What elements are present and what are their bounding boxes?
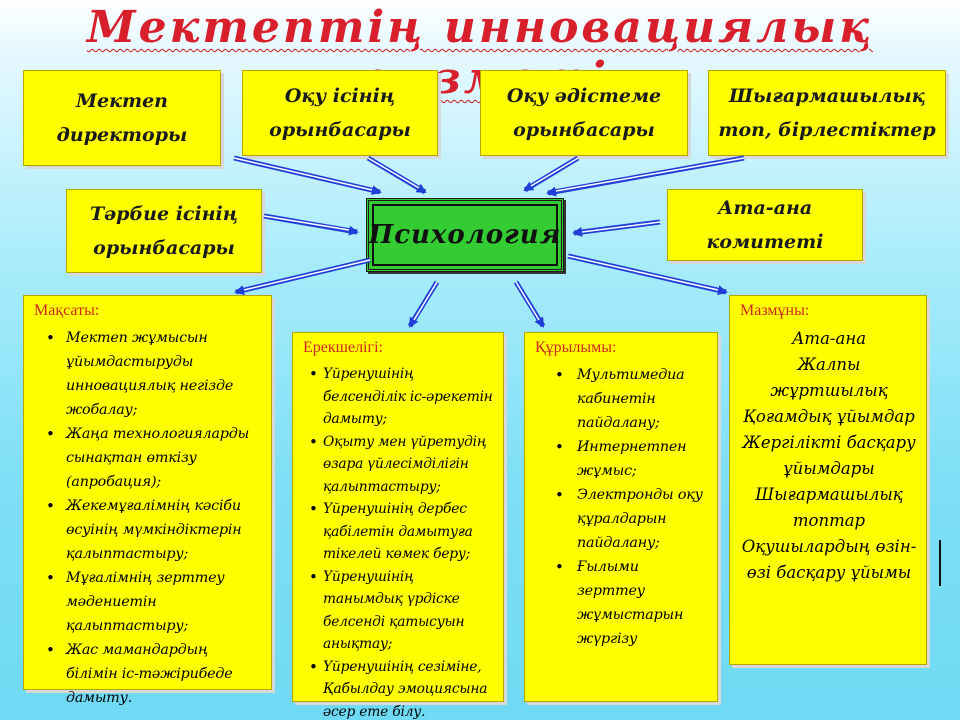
structure-list: Мультимедиа кабинетін пайдалану; Интерне… — [535, 363, 709, 651]
academic-deputy-line2: орынбасары — [269, 119, 411, 141]
structure-item: Ғылыми зерттеу жұмыстарын жүргізу — [535, 555, 709, 651]
arrow-from-upbringing — [263, 213, 359, 236]
academic-deputy-box: Оқу ісінің орынбасары — [242, 70, 438, 156]
content-item: Жалпы жұртшылық — [770, 355, 888, 400]
goals-item: Мұғалімнің зерттеу мәдениетін қалыптасты… — [34, 566, 263, 638]
features-heading: Ерекшелігі: — [303, 339, 383, 356]
arrow-from-director — [233, 155, 382, 196]
content-item: Ата-ана — [791, 329, 867, 348]
content-item: ұйымдары — [783, 459, 875, 478]
content-item: Қоғамдық ұйымдар — [743, 407, 915, 426]
upbringing-deputy-line1: Тәрбие ісінің — [89, 203, 239, 225]
content-item: өзі басқару ұйымы — [746, 563, 912, 582]
content-heading: Мазмұны: — [740, 302, 810, 319]
content-panel: Мазмұны: Ата-ана Жалпы жұртшылық Қоғамды… — [729, 295, 927, 665]
features-item: Оқыту мен үйретудің өзара үйлесімділігін… — [303, 431, 495, 499]
director-box: Мектеп директоры — [23, 70, 221, 166]
goals-item: Жекемұғалімнің кәсіби өсуінің мүмкіндікт… — [34, 494, 263, 566]
content-item: Шығармашылық — [755, 485, 903, 504]
content-list: Ата-ана Жалпы жұртшылық Қоғамдық ұйымдар… — [740, 326, 918, 586]
goals-list: Мектеп жұмысын ұйымдастыруды инновациялы… — [34, 326, 263, 710]
creative-groups-box: Шығармашылық топ, бірлестіктер — [708, 70, 946, 156]
features-panel: Ерекшелігі: Үйренушінің белсенділік іс-ә… — [292, 332, 504, 720]
goals-panel: Мақсаты: Мектеп жұмысын ұйымдастыруды ин… — [23, 295, 272, 706]
arrow-to-features — [407, 280, 440, 328]
arrow-to-content — [567, 253, 728, 296]
arrow-to-structure — [513, 280, 546, 328]
goals-item: Жаңа технологияларды сынақтан өткізу (ап… — [34, 422, 263, 494]
methodical-deputy-line1: Оқу әдістеме — [506, 85, 662, 107]
methodical-deputy-line2: орынбасары — [513, 119, 655, 141]
arrow-from-academic — [366, 155, 427, 195]
upbringing-deputy-line2: орынбасары — [93, 237, 235, 259]
goals-item: Жас мамандардың білімін іс-тәжірибеде да… — [34, 638, 263, 710]
structure-heading: Құрылымы: — [535, 339, 617, 356]
structure-panel: Құрылымы: Мультимедиа кабинетін пайдалан… — [524, 332, 718, 702]
academic-deputy-line1: Оқу ісінің — [284, 85, 396, 107]
page-title: Мектептің инновациялық қызметі — [86, 2, 874, 104]
arrow-from-creative — [546, 155, 745, 197]
arrow-from-parents — [572, 219, 661, 237]
structure-item: Интернетпен жұмыс; — [535, 435, 709, 483]
parent-committee-box: Ата-ана комитеті — [667, 189, 863, 261]
upbringing-deputy-box: Тәрбие ісінің орынбасары — [66, 189, 262, 273]
features-item: Үйренушінің белсенділік іс-әрекетін дамы… — [303, 363, 495, 431]
content-item: топтар — [792, 511, 866, 530]
structure-item: Электронды оқу құралдарын пайдалану; — [535, 483, 709, 555]
content-item: Жергілікті басқару — [742, 433, 916, 452]
content-item: Оқушылардың өзін- — [741, 537, 917, 556]
arrow-from-methodical — [523, 155, 580, 193]
features-list: Үйренушінің белсенділік іс-әрекетін дамы… — [303, 363, 495, 720]
features-item: Үйренушінің танымдық үрдіске белсенді қа… — [303, 566, 495, 656]
director-line1: Мектеп — [76, 90, 168, 112]
edge-marker — [939, 540, 941, 586]
director-line2: директоры — [56, 124, 188, 146]
goals-heading: Мақсаты: — [34, 302, 100, 319]
psychology-box: Психология — [366, 198, 564, 272]
creative-groups-line2: топ, бірлестіктер — [718, 119, 936, 141]
structure-item: Мультимедиа кабинетін пайдалану; — [535, 363, 709, 435]
features-item: Үйренушінің дербес қабілетін дамытуға ті… — [303, 498, 495, 566]
psychology-label: Психология — [369, 204, 560, 266]
goals-item: Мектеп жұмысын ұйымдастыруды инновациялы… — [34, 326, 263, 422]
parent-committee-line2: комитеті — [706, 231, 824, 253]
parent-committee-line1: Ата-ана — [717, 197, 813, 219]
features-item: Үйренушінің сезіміне, Қабылдау эмоциясын… — [303, 656, 495, 720]
methodical-deputy-box: Оқу әдістеме орынбасары — [480, 70, 688, 156]
creative-groups-line1: Шығармашылық — [728, 85, 926, 107]
